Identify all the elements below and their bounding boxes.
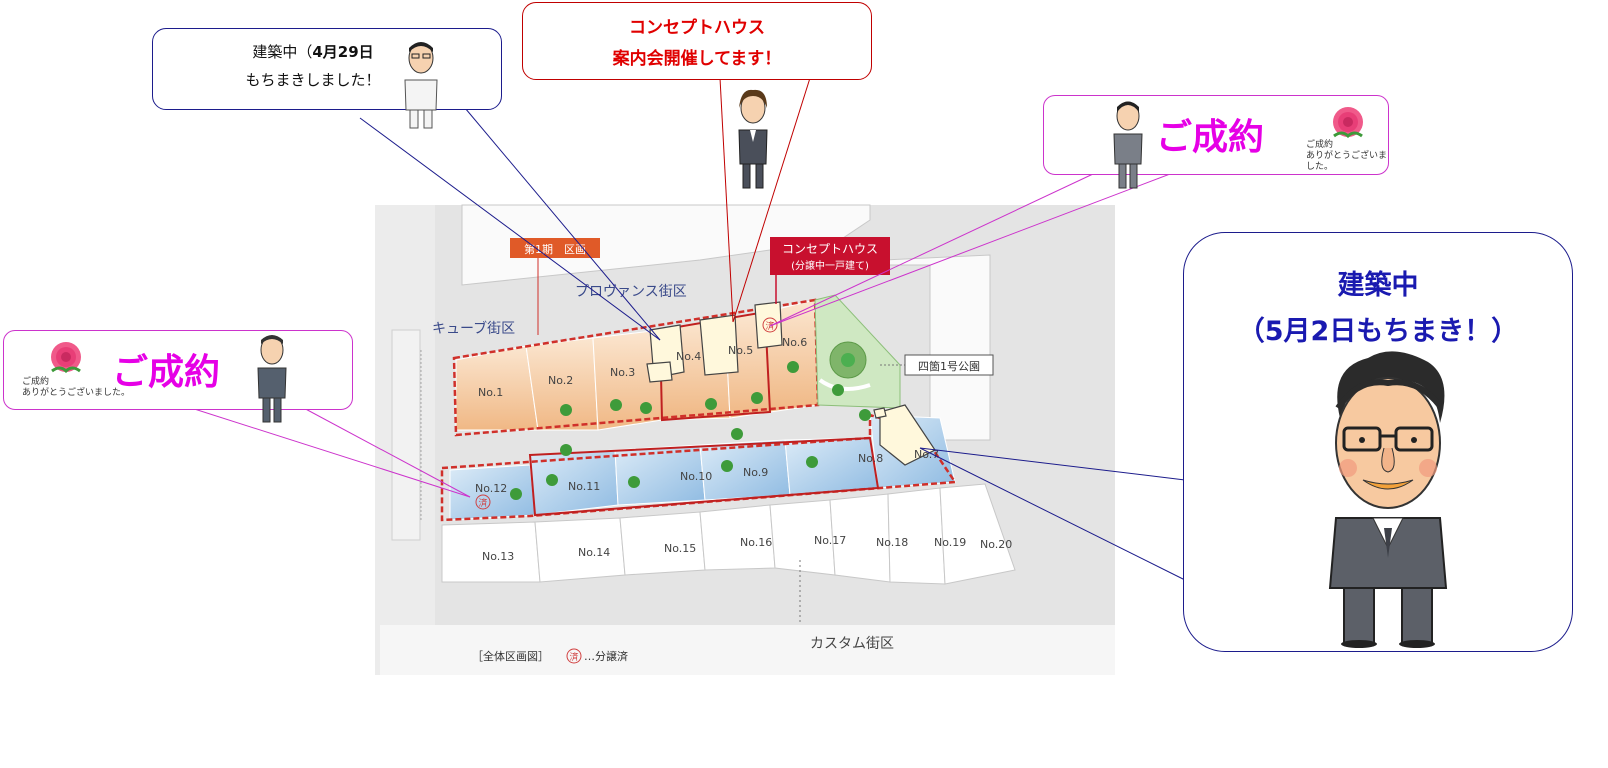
- district-provence-label: プロヴァンス街区: [575, 283, 687, 300]
- lot-label: No.6: [782, 336, 807, 349]
- lot-label: No.13: [482, 550, 514, 563]
- lot-label: No.5: [728, 344, 753, 357]
- lot-labels: No.1 No.2 No.3 No.4 No.5 No.6 No.7 No.8 …: [475, 336, 1012, 563]
- trees: [510, 361, 871, 500]
- legend-label: ［全体区画図］: [472, 649, 549, 663]
- rose-icon: [51, 342, 81, 374]
- thanks-line: ありがとうございました。: [22, 388, 131, 398]
- sold-title: ご成約: [1156, 117, 1265, 158]
- district-custom-label: カスタム街区: [810, 636, 894, 652]
- lot-label: No.3: [610, 366, 635, 379]
- lot-label: No.1: [478, 386, 503, 399]
- person-illustration: [257, 335, 287, 423]
- first-phase-sign: [510, 238, 600, 258]
- callout-sold-lot12: ご成約 ありがとうございました。 ご成約: [3, 330, 353, 410]
- lot-label: No.12: [475, 482, 507, 495]
- rose-icon: [1333, 107, 1363, 139]
- right-block: [774, 254, 991, 441]
- lot-label: No.19: [934, 536, 966, 549]
- legend-text: …分譲済: [584, 649, 628, 663]
- callout-line: 建築中（: [252, 43, 313, 61]
- concept-house-sign: [770, 237, 890, 275]
- second-phase-outline: [440, 413, 958, 522]
- svg-text:(分譲中一戸建て): (分譲中一戸建て): [791, 259, 869, 272]
- thanks-line: ご成約: [22, 377, 50, 387]
- callout-concept-house: コンセプトハウス 案内会開催してます！: [522, 2, 872, 80]
- callout-line: （5月2日もちまき！）: [1237, 316, 1519, 347]
- district-cube-label: キューブ街区: [432, 320, 515, 337]
- person-illustration: [404, 42, 438, 129]
- svg-text:コンセプトハウス: コンセプトハウス: [782, 242, 878, 256]
- lot-label: No.18: [876, 536, 908, 549]
- person-illustration: [1113, 101, 1143, 189]
- callout-line: もちまきしました！: [245, 71, 381, 89]
- callout-line: 建築中: [1337, 270, 1419, 301]
- thanks-line: ご成約: [1306, 140, 1334, 150]
- callout-pointers: [184, 77, 1186, 581]
- callout-sold-lot6: ご成約 ご成約 ありがとうございました。: [1043, 95, 1389, 175]
- lot-label: No.20: [980, 538, 1012, 551]
- callout-line: 案内会開催してます！: [612, 49, 782, 69]
- white-lots: [441, 483, 1016, 585]
- woman-illustration: [738, 89, 768, 189]
- park-sign: [904, 354, 994, 376]
- lot-label: No.8: [858, 452, 883, 465]
- svg-text:四箇1号公園: 四箇1号公園: [918, 359, 980, 373]
- lot-label: No.15: [664, 542, 696, 555]
- lot-label: No.11: [568, 480, 600, 493]
- bottom-block: [380, 625, 1115, 675]
- lot-label: No.2: [548, 374, 573, 387]
- lot-label: No.4: [676, 350, 701, 363]
- callout-date: 4月29日: [312, 43, 374, 61]
- sold-title: ご成約: [112, 352, 221, 393]
- callout-line: コンセプトハウス: [629, 18, 765, 38]
- man-caricature-illustration: [1328, 351, 1448, 648]
- lot-label: No.9: [743, 466, 768, 479]
- svg-text:第1期 区画: 第1期 区画: [524, 242, 586, 256]
- lot-label: No.16: [740, 536, 772, 549]
- lot-label: No.7: [914, 448, 939, 461]
- svg-text:済: 済: [478, 497, 487, 509]
- lot-label: No.17: [814, 534, 846, 547]
- callout-construction-apr29: 建築中（4月29日 もちまきしました！: [152, 28, 502, 110]
- svg-text:済: 済: [569, 651, 578, 663]
- lot-label: No.14: [578, 546, 610, 559]
- lot-label: No.10: [680, 470, 712, 483]
- thanks-line: ありがとうございました。: [1306, 151, 1388, 172]
